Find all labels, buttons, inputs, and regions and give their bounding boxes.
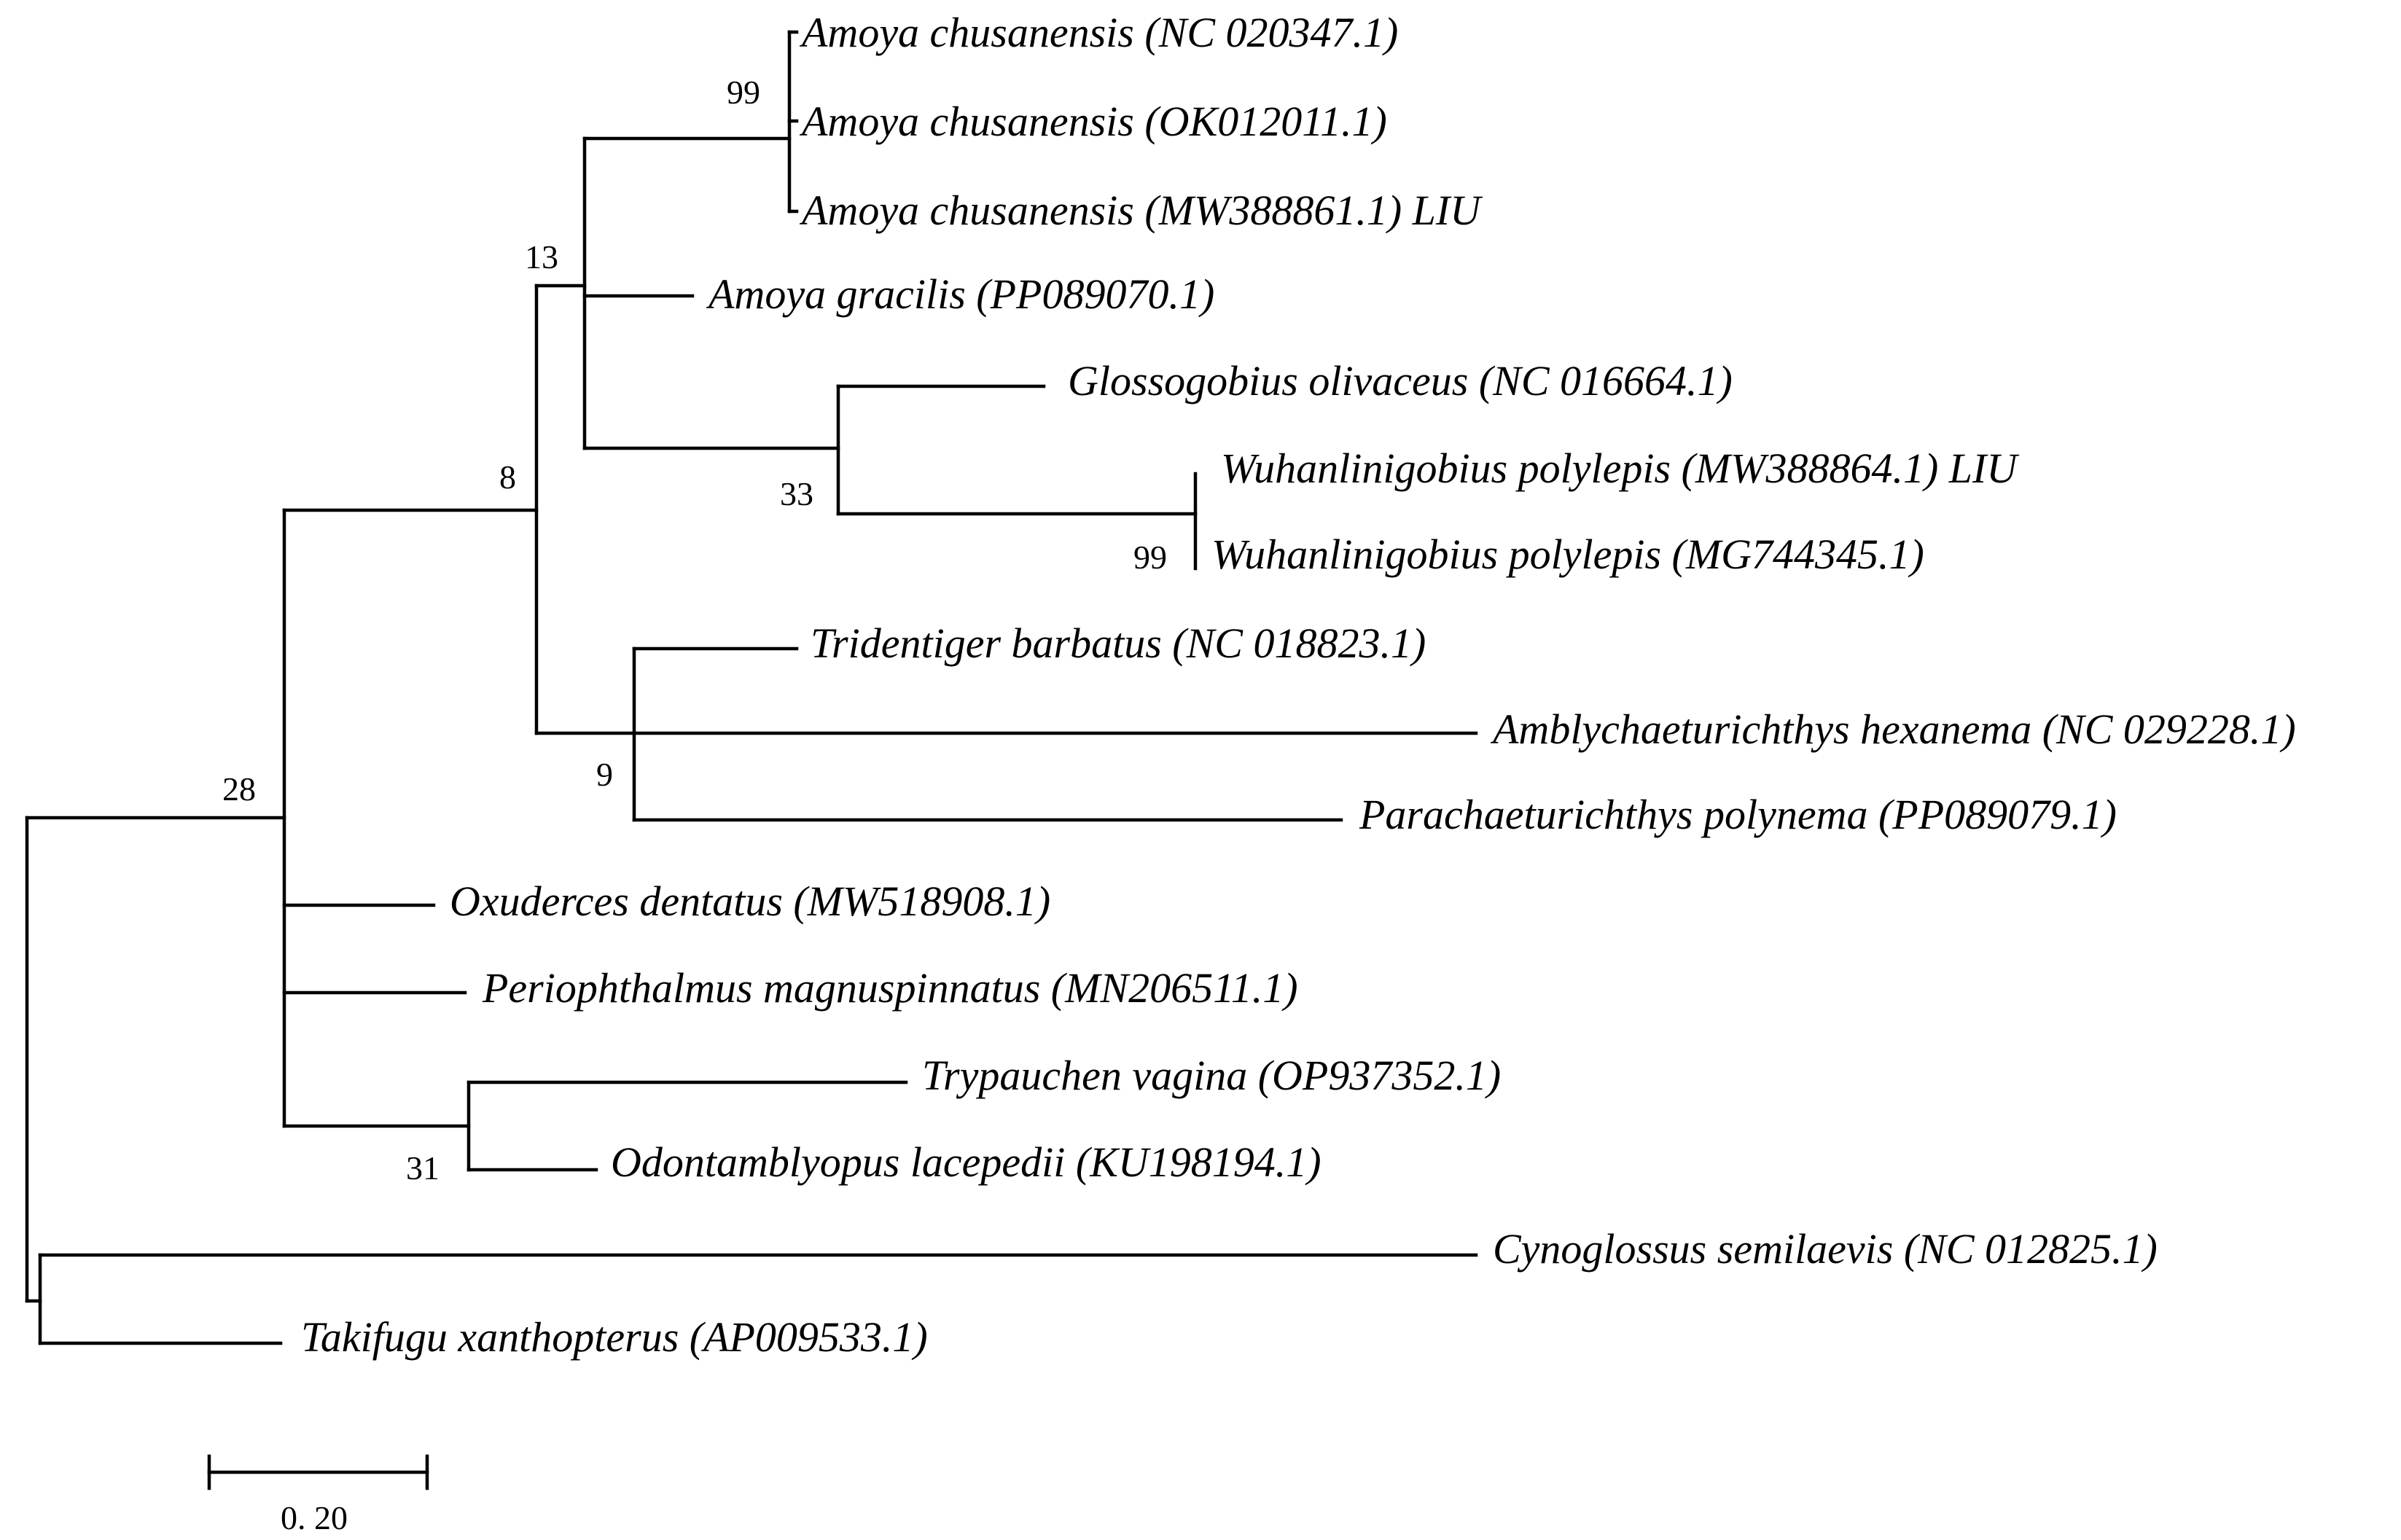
taxon-label: Amoya chusanensis (NC 020347.1) (799, 9, 1398, 56)
taxon-label: Wuhanlinigobius polylepis (MW388864.1) L… (1221, 445, 2020, 492)
support-values: 99 13 33 99 8 9 28 31 (222, 74, 1167, 1187)
taxon-label: Takifugu xanthopterus (AP009533.1) (301, 1313, 928, 1361)
support-value: 33 (780, 475, 813, 512)
support-value: 99 (1133, 539, 1167, 576)
clade-amoya-chusanensis (582, 30, 799, 214)
clade-amoya-glossogobius (582, 136, 1198, 571)
taxon-label: Odontamblyopus lacepedii (KU198194.1) (611, 1138, 1321, 1186)
taxon-label: Amoya gracilis (PP089070.1) (706, 270, 1214, 318)
taxon-label: Amoya chusanensis (MW388861.1) LIU (799, 187, 1483, 234)
scale-bar-label: 0. 20 (281, 1499, 348, 1536)
taxon-label: Periophthalmus magnuspinnatus (MN206511.… (482, 964, 1298, 1012)
taxon-labels: Amoya chusanensis (NC 020347.1) Amoya ch… (301, 9, 2296, 1361)
taxon-label: Trypauchen vagina (OP937352.1) (922, 1052, 1501, 1099)
taxon-label: Amoya chusanensis (OK012011.1) (799, 98, 1387, 145)
support-value: 28 (222, 770, 256, 808)
taxon-label: Tridentiger barbatus (NC 018823.1) (811, 619, 1426, 667)
clade-gobiidae (282, 508, 908, 1172)
support-value: 99 (727, 74, 760, 111)
taxon-label: Glossogobius olivaceus (NC 016664.1) (1068, 357, 1733, 404)
root (25, 816, 1478, 1345)
support-value: 9 (596, 756, 613, 793)
taxon-label: Amblychaeturichthys hexanema (NC 029228.… (1490, 705, 2296, 753)
taxon-label: Oxuderces dentatus (MW518908.1) (450, 878, 1050, 925)
taxon-label: Wuhanlinigobius polylepis (MG744345.1) (1211, 531, 1924, 578)
support-value: 13 (525, 238, 558, 275)
scale-bar: 0. 20 (207, 1454, 429, 1536)
taxon-label: Parachaeturichthys polynema (PP089079.1) (1359, 791, 2117, 838)
support-value: 8 (499, 458, 516, 496)
support-value: 31 (406, 1149, 440, 1187)
taxon-label: Cynoglossus semilaevis (NC 012825.1) (1493, 1225, 2158, 1273)
